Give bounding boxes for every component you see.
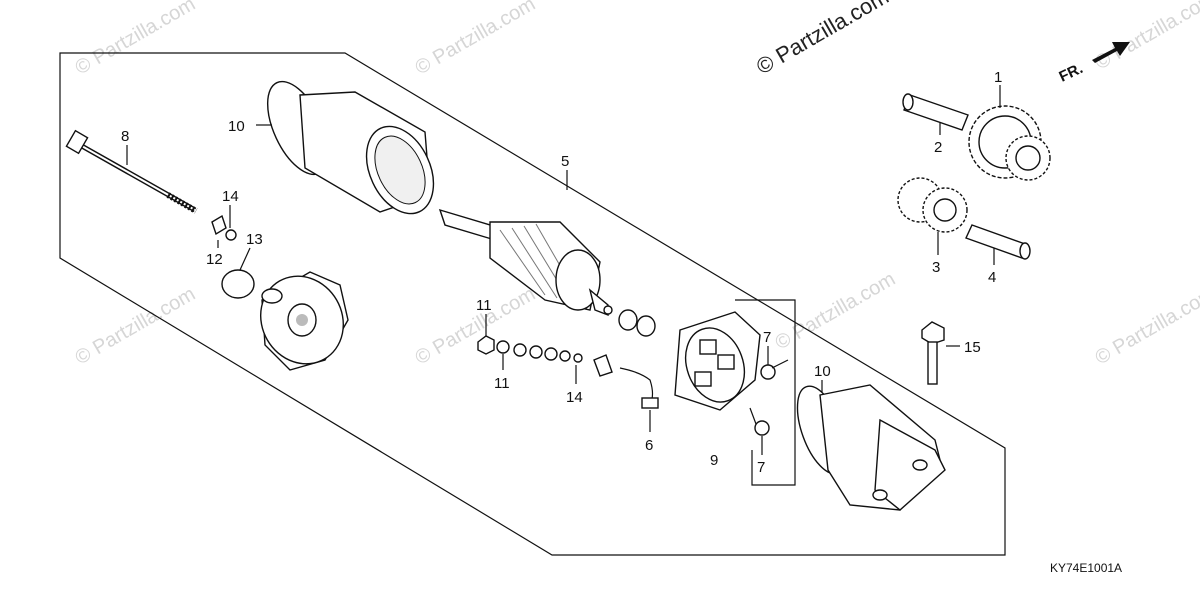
callout-10-left: 10 <box>228 118 245 135</box>
callout-10-right: 10 <box>814 363 831 380</box>
callout-11-upper: 11 <box>476 297 492 314</box>
part-7-brush-spring-upper <box>760 359 789 380</box>
callout-1: 1 <box>994 69 1002 86</box>
callout-3: 3 <box>932 259 940 276</box>
copyright-notice: © Partzilla.com <box>752 0 893 79</box>
part-10-yoke-housing <box>266 80 435 215</box>
part-12-nut <box>211 214 227 236</box>
terminal-washer-row <box>496 340 583 363</box>
part-10-rear-cover <box>796 384 946 511</box>
leader-lines <box>126 85 1001 455</box>
callout-6: 6 <box>645 437 653 454</box>
callout-12: 12 <box>206 251 223 268</box>
callout-2: 2 <box>934 139 942 156</box>
callout-14-upper: 14 <box>222 188 239 205</box>
part-14-washer-left <box>225 229 237 241</box>
part-9-brush-holder <box>674 311 761 411</box>
part-9-group-bracket <box>735 299 796 486</box>
callout-4: 4 <box>988 269 996 286</box>
front-direction-label: FR. <box>1057 60 1086 86</box>
watermark: © Partzilla.com <box>412 0 540 79</box>
callout-5: 5 <box>561 153 569 170</box>
callout-9: 9 <box>710 452 718 469</box>
armature-washer <box>618 309 638 331</box>
part-2-shaft <box>902 93 969 131</box>
callout-7-upper: 7 <box>763 329 771 346</box>
part-15-bolt <box>921 321 945 385</box>
diagram-code: KY74E1001A <box>1050 561 1122 575</box>
front-arrow-icon <box>1092 42 1130 63</box>
part-13-o-ring <box>221 269 255 299</box>
watermark: © Partzilla.com <box>1092 283 1200 369</box>
callout-8: 8 <box>121 128 129 145</box>
part-3-idle-gear <box>897 177 968 233</box>
callout-labels: 1 2 3 4 5 6 7 7 8 9 10 10 11 11 12 13 14… <box>121 69 1002 476</box>
watermark: © Partzilla.com <box>72 283 200 369</box>
assembly-boundary <box>59 52 1006 556</box>
part-11-nut-upper <box>477 335 495 355</box>
part-6-terminal-lead <box>593 354 659 409</box>
callout-15: 15 <box>964 339 981 356</box>
watermark: © Partzilla.com <box>772 268 900 354</box>
part-4-shaft <box>965 224 1031 260</box>
part-8-through-bolt <box>65 129 198 214</box>
watermark: © Partzilla.com <box>1092 0 1200 74</box>
part-1-reduction-gear <box>968 105 1051 181</box>
callout-14-lower: 14 <box>566 389 583 406</box>
callout-13: 13 <box>246 231 263 248</box>
part-7-brush-spring-lower <box>749 407 770 436</box>
watermark: © Partzilla.com <box>72 0 200 79</box>
part-5-armature <box>438 208 613 317</box>
front-cover <box>259 271 349 371</box>
armature-washer <box>636 315 656 337</box>
callout-11-lower: 11 <box>494 375 510 392</box>
callout-7-lower: 7 <box>757 459 765 476</box>
